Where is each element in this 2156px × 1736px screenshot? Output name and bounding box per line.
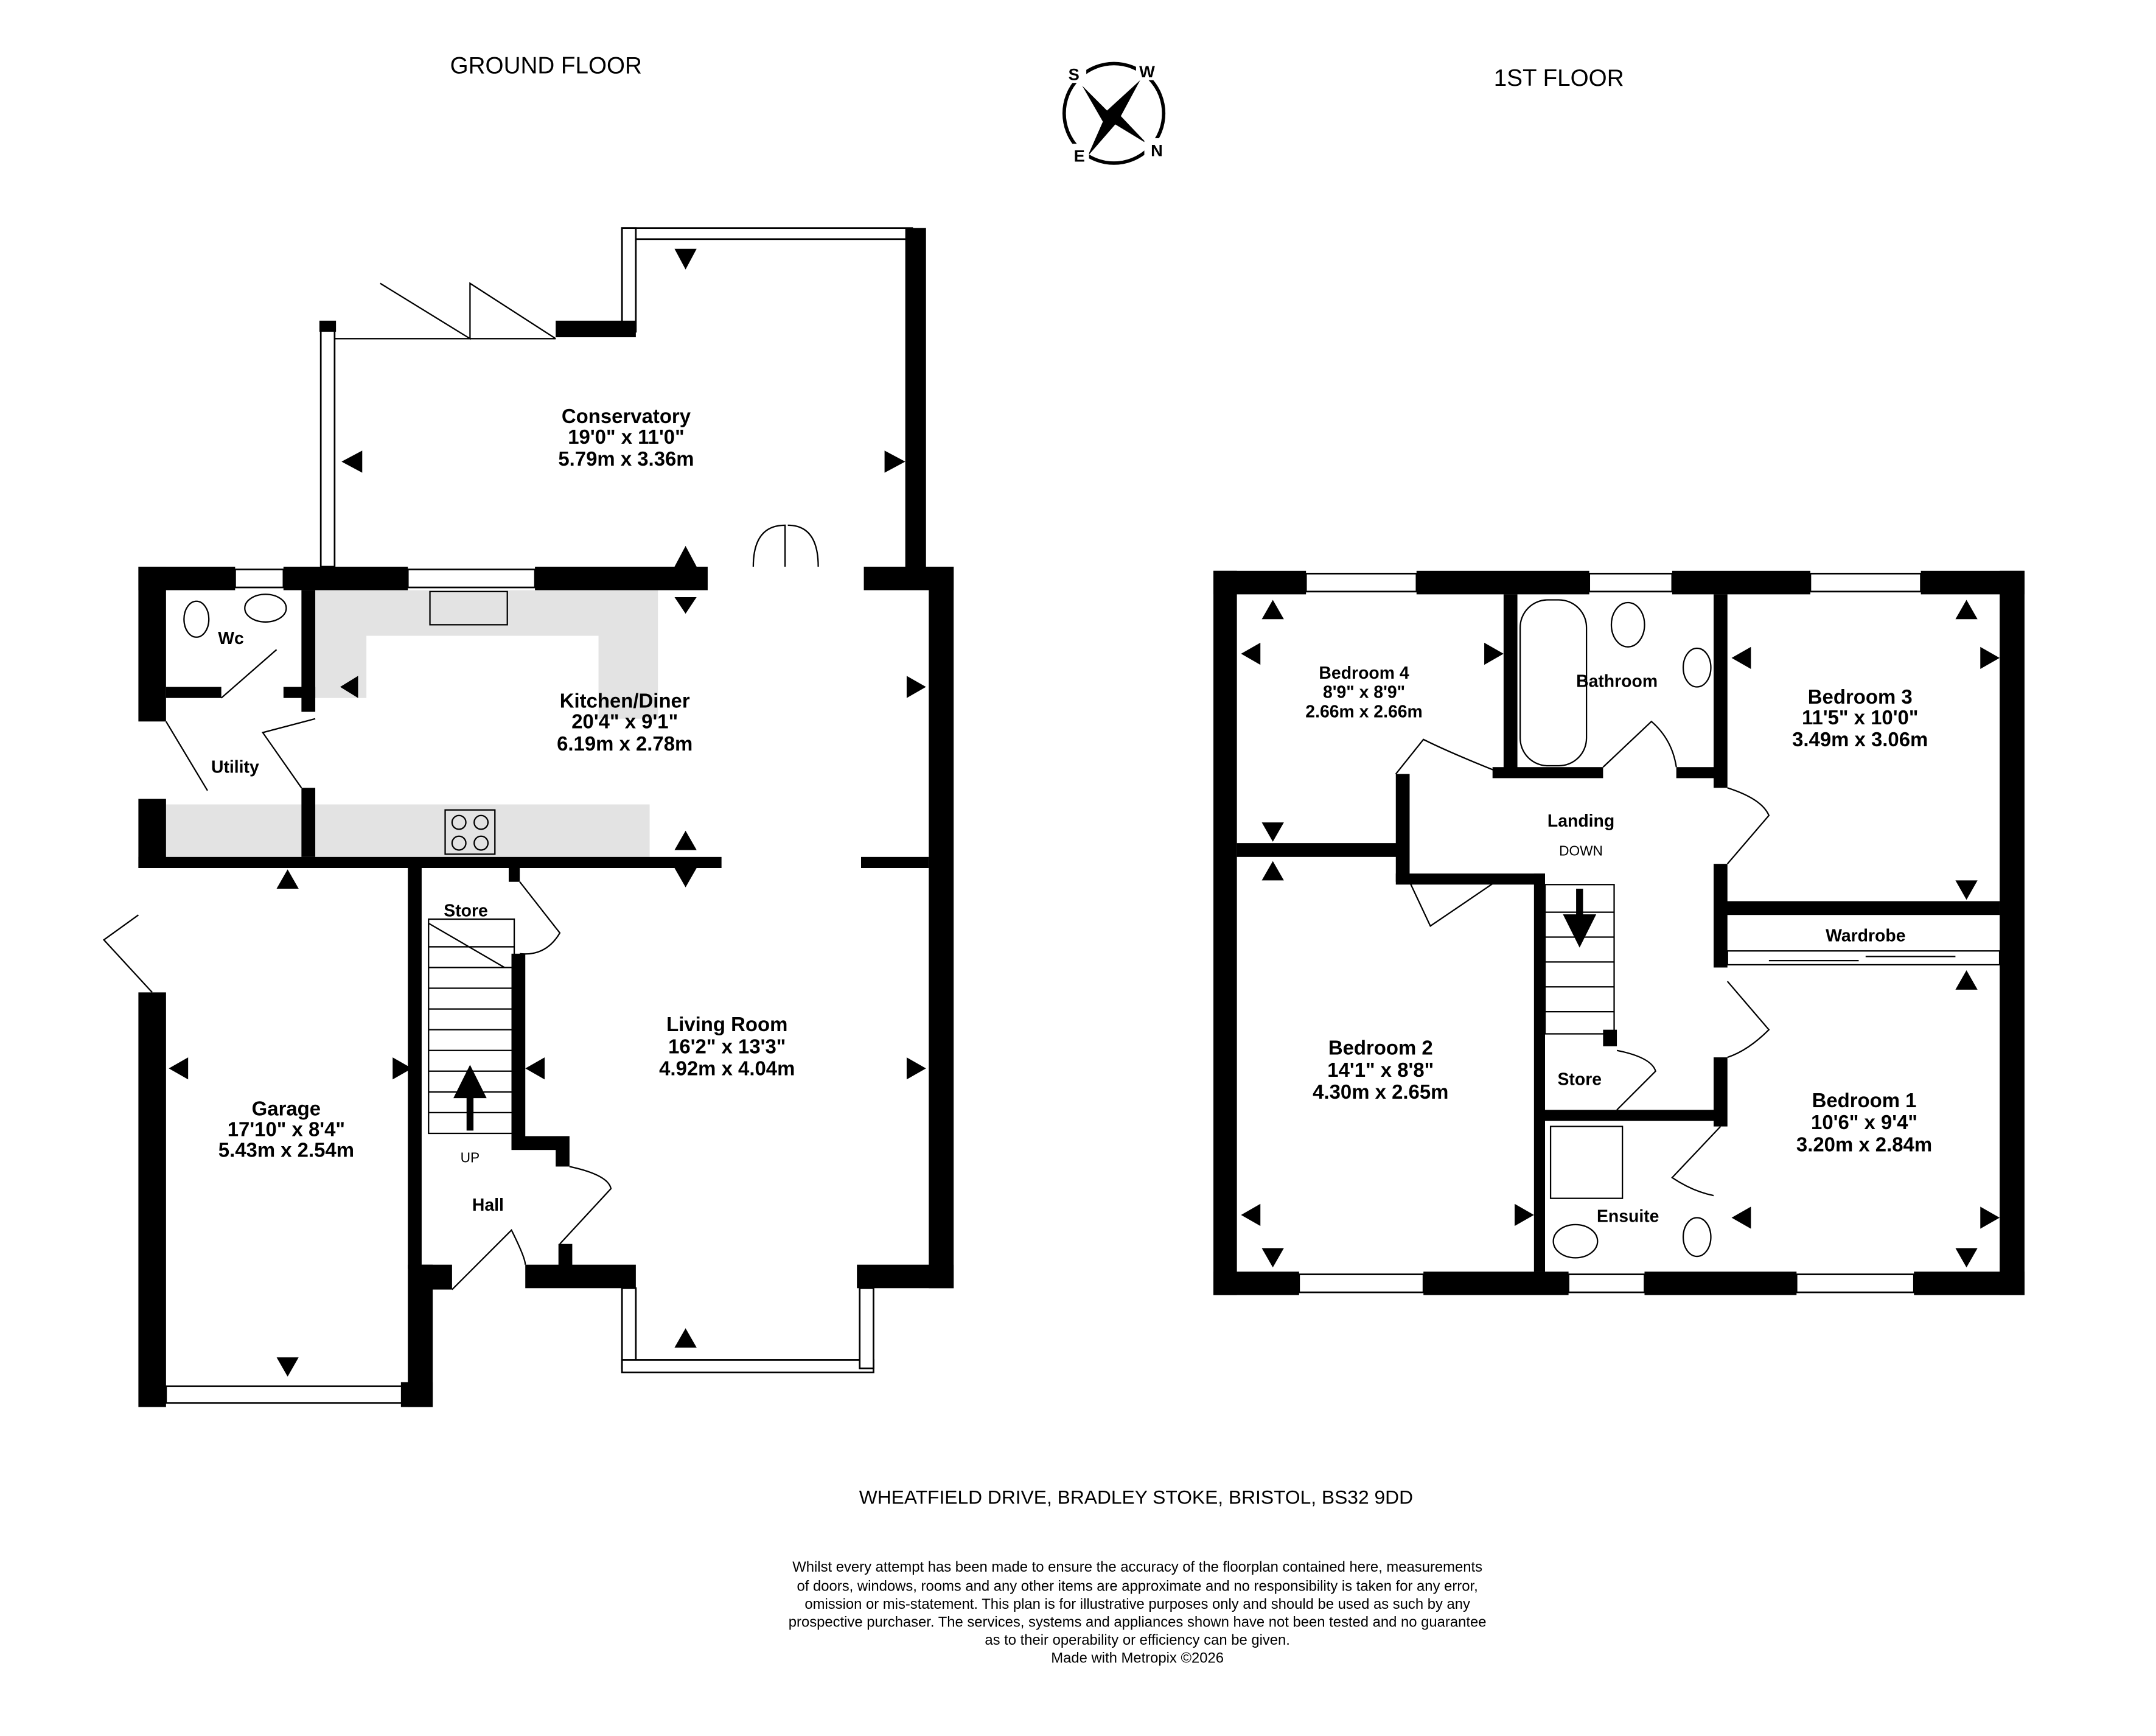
disclaimer-line: as to their operability or efficiency ca… (985, 1632, 1290, 1648)
ground-floor-heading: GROUND FLOOR (450, 52, 642, 79)
room-dims-imperial: 19'0" x 11'0" (568, 425, 684, 448)
ground-floor-plan: Conservatory 19'0" x 11'0" 5.79m x 3.36m… (102, 227, 954, 1407)
room-dims-imperial: 20'4" x 9'1" (571, 710, 678, 733)
store-label: Store (444, 901, 488, 920)
compass-e: E (1074, 147, 1085, 166)
first-floor-plan: Bedroom 4 8'9" x 8'9" 2.66m x 2.66m Bedr… (1213, 570, 2025, 1295)
hob-icon (444, 809, 496, 855)
basin-icon (1682, 647, 1712, 688)
bath-icon (1519, 599, 1588, 767)
room-dims-metric: 4.30m x 2.65m (1313, 1080, 1448, 1103)
down-label: DOWN (1559, 843, 1603, 859)
wardrobe-unit (1726, 950, 2001, 966)
room-dims-metric: 6.19m x 2.78m (557, 732, 693, 755)
disclaimer-line: of doors, windows, rooms and any other i… (797, 1578, 1478, 1595)
room-name: Bedroom 4 (1319, 663, 1409, 683)
compass-icon: S W N E (1061, 60, 1167, 166)
room-dims-imperial: 14'1" x 8'8" (1327, 1059, 1434, 1081)
compass-n: N (1151, 141, 1163, 160)
compass-s: S (1069, 65, 1080, 84)
toilet-icon (183, 600, 210, 638)
kitchen-counter-bottom (166, 804, 650, 857)
room-dims-metric: 4.92m x 4.04m (659, 1057, 795, 1080)
bifold-door (334, 282, 556, 340)
bathroom-label: Bathroom (1576, 672, 1658, 691)
sink-icon (429, 590, 508, 626)
compass-w: W (1139, 62, 1155, 81)
staircase (1544, 884, 1615, 1035)
french-doors (752, 524, 819, 567)
room-dims-metric: 5.43m x 2.54m (218, 1139, 354, 1161)
wc-label: Wc (218, 629, 244, 648)
first-floor-heading: 1ST FLOOR (1494, 65, 1624, 91)
basin-icon (1682, 1217, 1712, 1258)
kitchen-counter (315, 590, 658, 719)
wardrobe-label: Wardrobe (1826, 926, 1905, 945)
room-dims-imperial: 16'2" x 13'3" (668, 1035, 786, 1057)
staircase (428, 918, 515, 1135)
room-dims-imperial: 10'6" x 9'4" (1811, 1111, 1917, 1133)
store-label: Store (1557, 1070, 1602, 1090)
room-name: Bedroom 3 (1808, 685, 1913, 708)
room-dims-imperial: 17'10" x 8'4" (228, 1118, 345, 1141)
disclaimer-line: omission or mis-statement. This plan is … (804, 1596, 1470, 1612)
toilet-icon (1552, 1223, 1599, 1259)
utility-label: Utility (211, 757, 259, 777)
landing-label: Landing (1547, 811, 1614, 831)
room-dims-metric: 3.20m x 2.84m (1796, 1133, 1932, 1155)
room-dims-imperial: 8'9" x 8'9" (1323, 683, 1405, 702)
hall-label: Hall (472, 1195, 504, 1215)
room-dims-metric: 3.49m x 3.06m (1792, 728, 1928, 751)
property-address: WHEATFIELD DRIVE, BRADLEY STOKE, BRISTOL… (859, 1486, 1413, 1508)
room-name: Garage (252, 1097, 321, 1119)
room-name: Bedroom 1 (1812, 1089, 1917, 1111)
room-dims-metric: 2.66m x 2.66m (1305, 702, 1422, 721)
ensuite-label: Ensuite (1597, 1206, 1659, 1226)
disclaimer-line: prospective purchaser. The services, sys… (789, 1614, 1487, 1631)
room-name: Living Room (666, 1013, 787, 1035)
basin-icon (244, 593, 287, 623)
disclaimer-line: Whilst every attempt has been made to en… (792, 1559, 1482, 1575)
up-label: UP (461, 1150, 480, 1166)
credit-line: Made with Metropix ©2026 (1051, 1650, 1224, 1667)
toilet-icon (1610, 601, 1645, 648)
room-name: Conservatory (562, 405, 691, 427)
room-dims-metric: 5.79m x 3.36m (558, 447, 694, 470)
room-dims-imperial: 11'5" x 10'0" (1802, 706, 1918, 729)
shower-icon (1549, 1125, 1624, 1199)
room-name: Bedroom 2 (1328, 1037, 1433, 1059)
room-name: Kitchen/Diner (560, 690, 690, 712)
